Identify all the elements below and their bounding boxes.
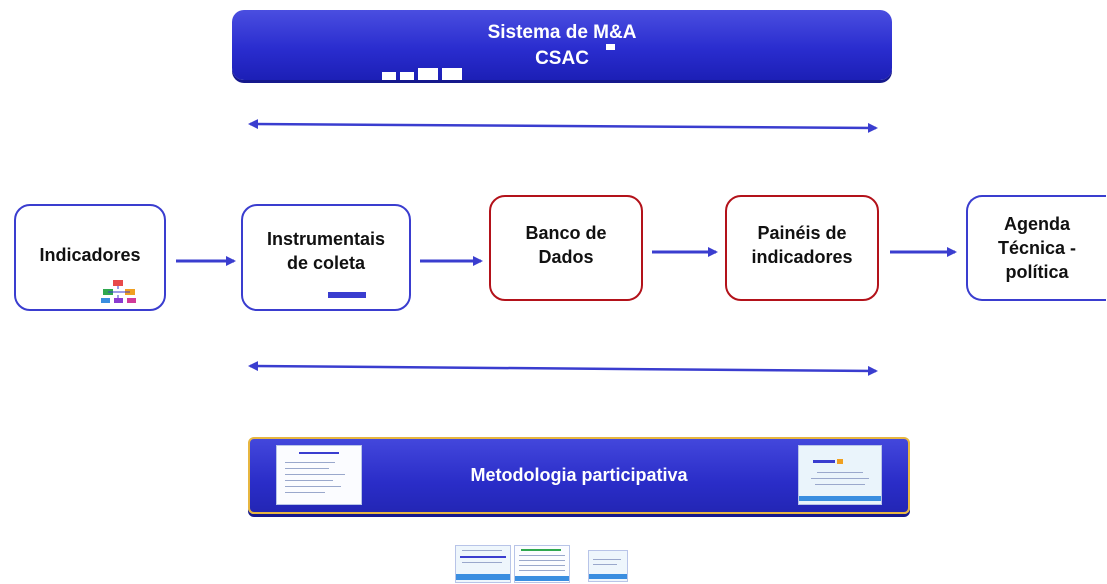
box-indicadores: Indicadores — [14, 204, 166, 311]
bottom-banner-label: Metodologia participativa — [470, 465, 688, 485]
box-instrumentais: Instrumentais de coleta — [241, 204, 411, 311]
box-paineis-de-indicadores: Painéis de indicadores — [725, 195, 879, 301]
paineis-label-line1: Painéis de — [757, 223, 847, 243]
instrumentais-label-line2: de coleta — [286, 252, 366, 273]
banco-label-line1: Banco de — [525, 223, 607, 243]
document-thumbnail-icon — [798, 445, 882, 505]
bottom-banner: Metodologia participativa — [248, 437, 910, 514]
box-banco-de-dados: Banco de Dados — [489, 195, 643, 301]
double-arrow-top — [248, 119, 878, 133]
document-thumbnail-icon — [588, 550, 628, 582]
decorative-square — [606, 44, 615, 50]
decorative-square — [400, 72, 414, 80]
instrumentais-label-line1: Instrumentais — [266, 228, 386, 249]
indicadores-label: Indicadores — [39, 244, 141, 265]
agenda-label-line3: política — [1005, 262, 1069, 282]
banco-label-line2: Dados — [538, 247, 594, 267]
paineis-label-line2: indicadores — [751, 247, 853, 267]
top-banner-subtitle: CSAC — [535, 48, 589, 69]
decorative-square — [418, 68, 438, 80]
top-banner: Sistema de M&A CSAC — [232, 10, 892, 80]
double-arrow-bottom — [248, 361, 878, 376]
top-banner-title: Sistema de M&A — [487, 22, 637, 43]
decorative-square — [442, 68, 462, 80]
agenda-label-line1: Agenda — [1003, 214, 1070, 234]
hierarchy-diagram-icon — [101, 280, 136, 303]
document-thumbnail-icon — [514, 545, 570, 583]
box-agenda-tecnica-politica: Agenda Técnica - política — [966, 195, 1106, 301]
agenda-label-line2: Técnica - — [997, 238, 1077, 258]
document-thumbnail-icon — [276, 445, 362, 505]
small-doc-icon — [328, 292, 366, 298]
decorative-square — [382, 72, 396, 80]
document-thumbnail-icon — [455, 545, 511, 583]
